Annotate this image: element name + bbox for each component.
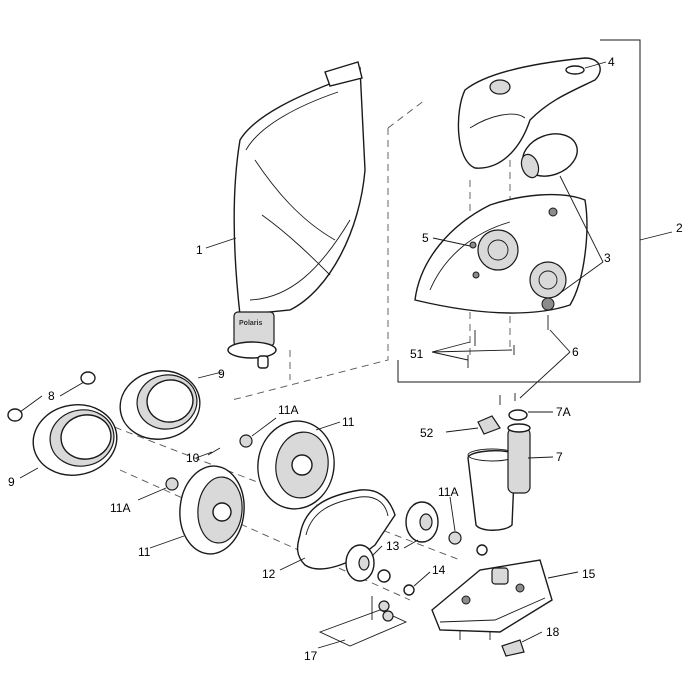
callout-15: 15 — [582, 567, 596, 581]
tire-9-left — [32, 404, 118, 476]
callout-14: 14 — [432, 563, 446, 577]
leader-6 — [519, 329, 571, 399]
debris-bag: Polaris — [227, 61, 366, 369]
callout-10: 10 — [186, 451, 200, 465]
pin-10 — [195, 451, 213, 459]
bearing-11a-top — [239, 434, 253, 448]
o-ring-7a — [508, 409, 528, 421]
callout-12: 12 — [262, 567, 276, 581]
callout-7: 7 — [556, 450, 563, 464]
belt-12-inner — [305, 496, 389, 536]
leader-11-bottom — [149, 535, 185, 549]
callout-13: 13 — [386, 539, 400, 553]
callout-18: 18 — [546, 625, 560, 639]
leader-9-top — [197, 371, 223, 379]
callout-17: 17 — [304, 649, 318, 663]
callout-5: 5 — [422, 231, 429, 245]
leader-8 — [19, 381, 85, 413]
tire-9-top — [119, 370, 201, 440]
float — [520, 133, 578, 179]
leader-15 — [547, 571, 579, 579]
callout-11-top: 11 — [342, 415, 355, 429]
leader-10 — [207, 447, 221, 456]
callout-8: 8 — [48, 389, 55, 403]
leader-11a-left — [137, 487, 167, 501]
callout-2: 2 — [676, 221, 683, 235]
chassis-15 — [431, 559, 553, 640]
leader-52 — [445, 427, 479, 433]
callout-11a-left: 11A — [110, 501, 130, 515]
callout-52: 52 — [420, 426, 434, 440]
assembly-2-bracket — [397, 39, 641, 383]
callout-1: 1 — [196, 243, 203, 257]
leader-18 — [521, 631, 543, 643]
bearing-11a-left — [165, 477, 179, 491]
leader-4 — [584, 61, 607, 69]
washer-14-c — [476, 544, 488, 556]
leader-11a-right — [449, 496, 456, 532]
leader-17 — [317, 639, 346, 649]
callout-11-bottom: 11 — [138, 545, 151, 559]
assembly-dash-line-bag — [231, 99, 426, 401]
gear-13-lower — [345, 544, 375, 582]
leader-9-left — [19, 467, 39, 479]
belt-12 — [296, 489, 396, 570]
ring-8-b — [80, 371, 96, 385]
screws — [467, 315, 549, 405]
bearing-11a-right — [448, 531, 462, 545]
leader-11-top — [315, 421, 341, 431]
parts-kit-17 — [318, 596, 408, 647]
body-shroud — [414, 193, 588, 314]
washer-14-a — [377, 569, 391, 583]
callout-11a-right: 11A — [438, 485, 458, 499]
gear-13-upper — [405, 501, 439, 543]
clip-52 — [477, 415, 501, 435]
callout-3: 3 — [604, 251, 611, 265]
leader-12 — [279, 557, 306, 571]
mast-7 — [467, 423, 531, 531]
leader-14 — [413, 571, 431, 587]
bag-brand-mark: Polaris — [239, 320, 262, 327]
washer-14-b — [403, 584, 415, 596]
leader-13 — [371, 539, 419, 557]
leader-7 — [527, 456, 554, 459]
leader-5 — [432, 237, 471, 247]
wheel-11-top — [257, 420, 335, 510]
ring-8-a — [7, 408, 23, 422]
part-18 — [501, 639, 525, 657]
callout-9-left: 9 — [8, 475, 15, 489]
leader-3 — [555, 175, 604, 297]
leader-1 — [205, 237, 237, 249]
top-cover — [457, 57, 601, 169]
callout-4: 4 — [608, 55, 615, 69]
leader-11a-top — [251, 417, 277, 437]
leader-2 — [639, 231, 673, 241]
wheel-11-bottom — [179, 465, 245, 555]
callout-9-top: 9 — [218, 367, 225, 381]
callout-6: 6 — [572, 345, 579, 359]
callout-7a: 7A — [556, 405, 571, 419]
callout-11a-top: 11A — [278, 403, 298, 417]
callout-51: 51 — [410, 347, 424, 361]
leader-51 — [431, 341, 513, 361]
